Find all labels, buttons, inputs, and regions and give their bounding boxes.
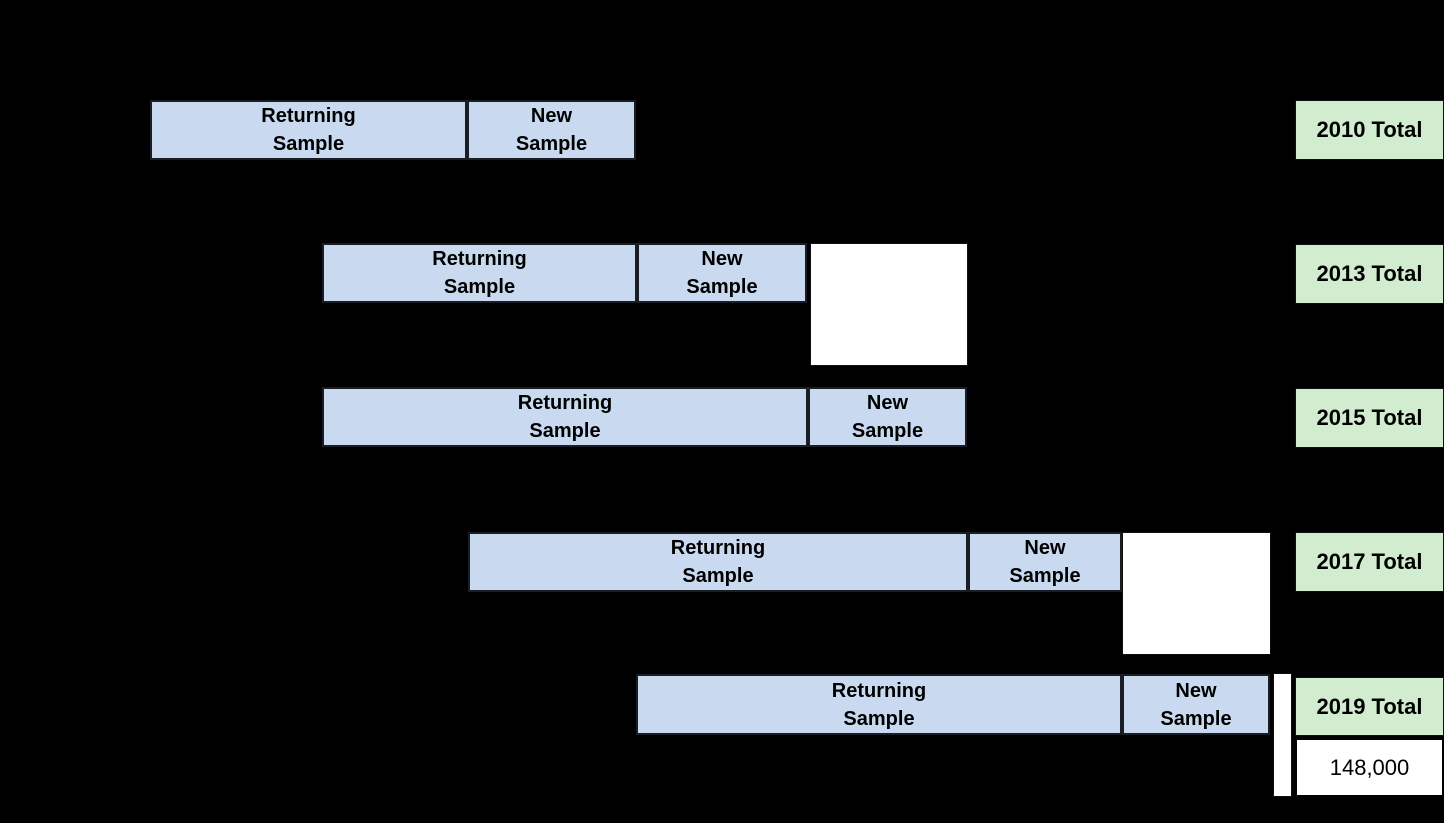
new-sample-label: New Sample	[686, 248, 758, 298]
attrition-box-2017	[1122, 532, 1271, 655]
total-label: 2019 Total	[1316, 693, 1423, 719]
new-sample-label: New Sample	[1009, 537, 1081, 587]
new-sample-label: New Sample	[851, 392, 924, 442]
new-sample-label: New Sample	[515, 105, 588, 155]
new-sample-bar-2015: New Sample	[808, 387, 967, 447]
returning-sample-bar-2015: Returning Sample	[322, 387, 808, 447]
total-box-2015: 2015 Total	[1295, 388, 1444, 448]
total-box-2019: 2019 Total	[1295, 677, 1444, 736]
total-box-2013: 2013 Total	[1295, 244, 1444, 304]
total-label: 2017 Total	[1316, 549, 1423, 574]
new-sample-label: New Sample	[1160, 679, 1232, 730]
attrition-box-2013	[810, 243, 968, 366]
returning-sample-label: Returning Sample	[432, 248, 527, 298]
total-label: 2015 Total	[1316, 405, 1423, 430]
total-label: 2010 Total	[1316, 117, 1423, 142]
grand-total-value: 148,000	[1329, 754, 1410, 780]
attrition-strip-2019	[1273, 673, 1292, 797]
grand-total-value-box: 148,000	[1295, 738, 1444, 797]
returning-sample-bar-2019: Returning Sample	[636, 674, 1122, 735]
returning-sample-label: Returning Sample	[261, 105, 356, 155]
new-sample-bar-2013: New Sample	[637, 243, 807, 303]
total-box-2017: 2017 Total	[1295, 532, 1444, 592]
returning-sample-label: Returning Sample	[831, 679, 927, 730]
returning-sample-bar-2010: Returning Sample	[150, 100, 467, 160]
total-box-2010: 2010 Total	[1295, 100, 1444, 160]
returning-sample-bar-2013: Returning Sample	[322, 243, 637, 303]
returning-sample-label: Returning Sample	[670, 537, 766, 587]
new-sample-bar-2017: New Sample	[968, 532, 1122, 592]
new-sample-bar-2010: New Sample	[467, 100, 636, 160]
total-label: 2013 Total	[1316, 261, 1423, 286]
returning-sample-bar-2017: Returning Sample	[468, 532, 968, 592]
returning-sample-label: Returning Sample	[517, 392, 613, 442]
new-sample-bar-2019: New Sample	[1122, 674, 1270, 735]
